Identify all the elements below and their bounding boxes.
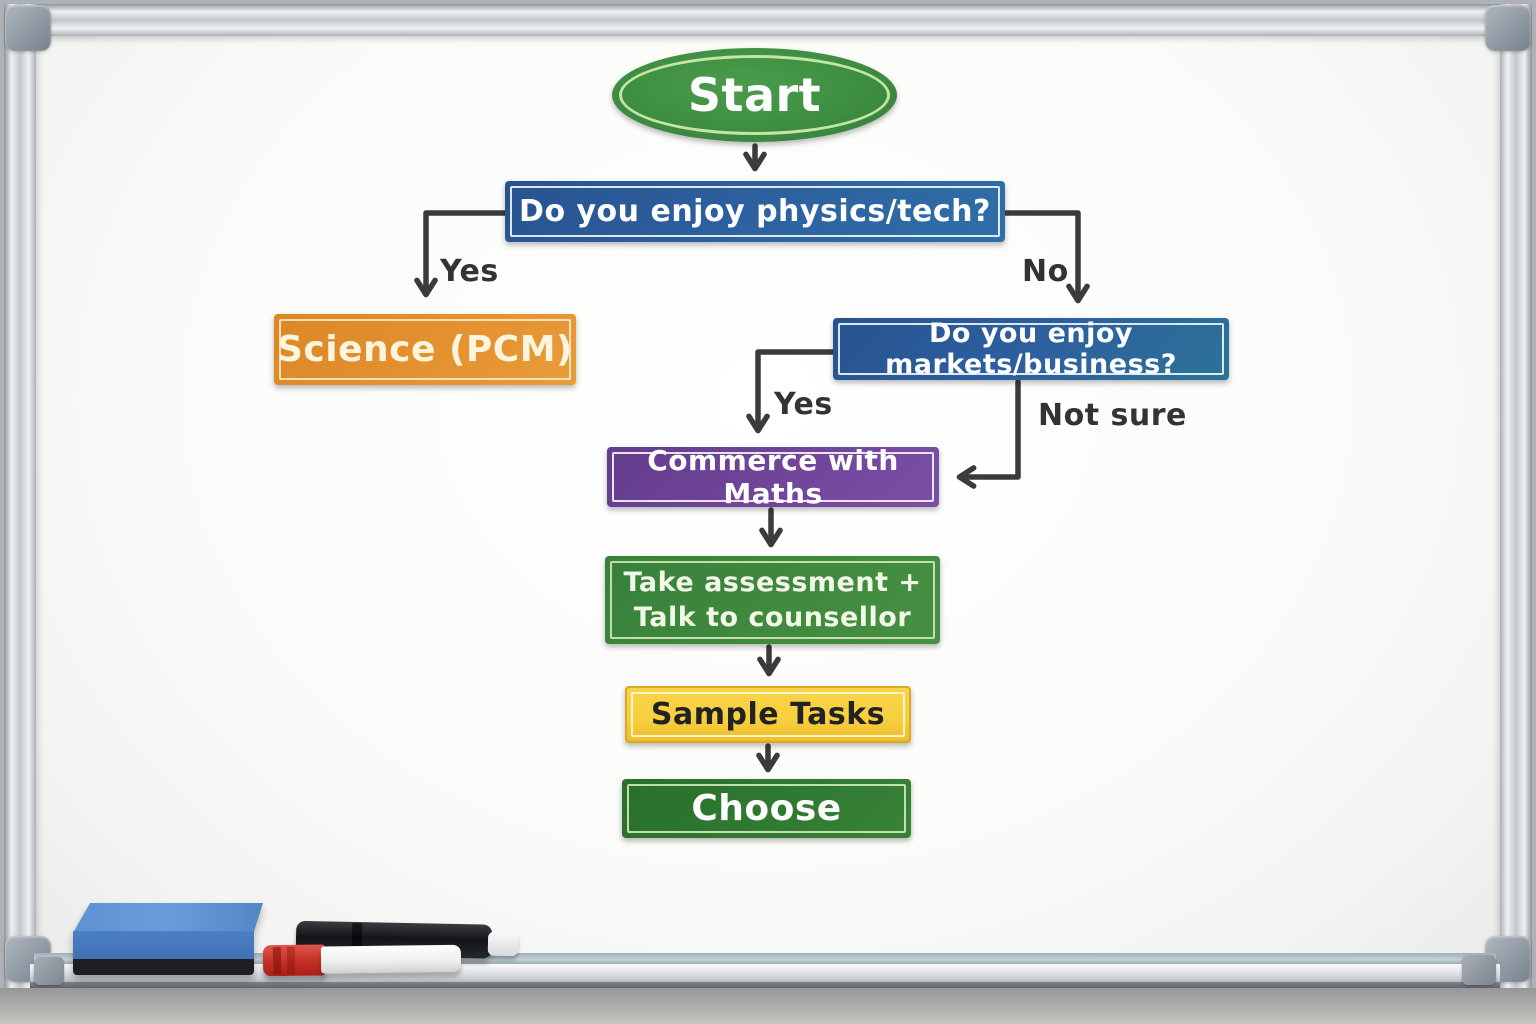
- flow-node-question-physics-label: Do you enjoy physics/tech?: [519, 194, 991, 229]
- flow-node-question-markets: Do you enjoy markets/business?: [833, 318, 1229, 380]
- marker-tray-edge: [30, 982, 1500, 988]
- wall-below-board: [0, 988, 1536, 1024]
- flow-node-commerce-maths: Commerce with Maths: [607, 444, 939, 510]
- black-marker-white-tail: [487, 931, 519, 957]
- frame-corner-cap: [1485, 5, 1531, 51]
- flow-node-commerce-maths-label: Commerce with Maths: [647, 444, 899, 510]
- edge-label-no-physics: No: [1022, 254, 1069, 289]
- flow-node-science-pcm: Science (PCM): [274, 314, 576, 385]
- flow-node-assessment-label-line2: Talk to counsellor: [633, 602, 912, 633]
- flow-node-science-pcm-label: Science (PCM): [277, 329, 573, 370]
- red-marker-white-body: [320, 944, 462, 974]
- flow-node-assessment-label-line1: Take assessment +: [623, 566, 922, 598]
- edge-label-not-sure: Not sure: [1038, 398, 1187, 433]
- eraser-felt-base: [73, 959, 254, 975]
- whiteboard-frame-left: [4, 4, 38, 1020]
- flow-node-question-markets-label: Do you enjoy markets/business?: [885, 318, 1177, 380]
- flow-node-start: Start: [612, 48, 897, 142]
- tray-end-cap: [1462, 955, 1496, 985]
- tray-end-cap: [34, 957, 64, 985]
- eraser-top-face: [73, 903, 263, 933]
- flow-node-start-label: Start: [687, 68, 822, 122]
- blue-eraser: [73, 903, 263, 975]
- flow-node-choose: Choose: [622, 779, 911, 838]
- edge-label-yes-physics: Yes: [440, 254, 499, 289]
- whiteboard-surface: [36, 36, 1500, 988]
- whiteboard-frame-right: [1498, 4, 1532, 1020]
- red-capped-marker: [262, 943, 462, 977]
- frame-corner-cap: [5, 5, 51, 51]
- flow-node-question-physics: Do you enjoy physics/tech?: [505, 181, 1005, 242]
- flow-node-sample-tasks-label: Sample Tasks: [650, 697, 886, 732]
- eraser-front-face: [73, 931, 254, 961]
- whiteboard-frame-top: [4, 4, 1532, 38]
- edge-label-yes-markets: Yes: [774, 387, 833, 422]
- flow-node-choose-label: Choose: [691, 788, 842, 829]
- flow-node-sample-tasks: Sample Tasks: [625, 686, 911, 743]
- red-marker-cap: [262, 944, 326, 977]
- flow-node-assessment: Take assessment + Talk to counsellor: [605, 556, 940, 644]
